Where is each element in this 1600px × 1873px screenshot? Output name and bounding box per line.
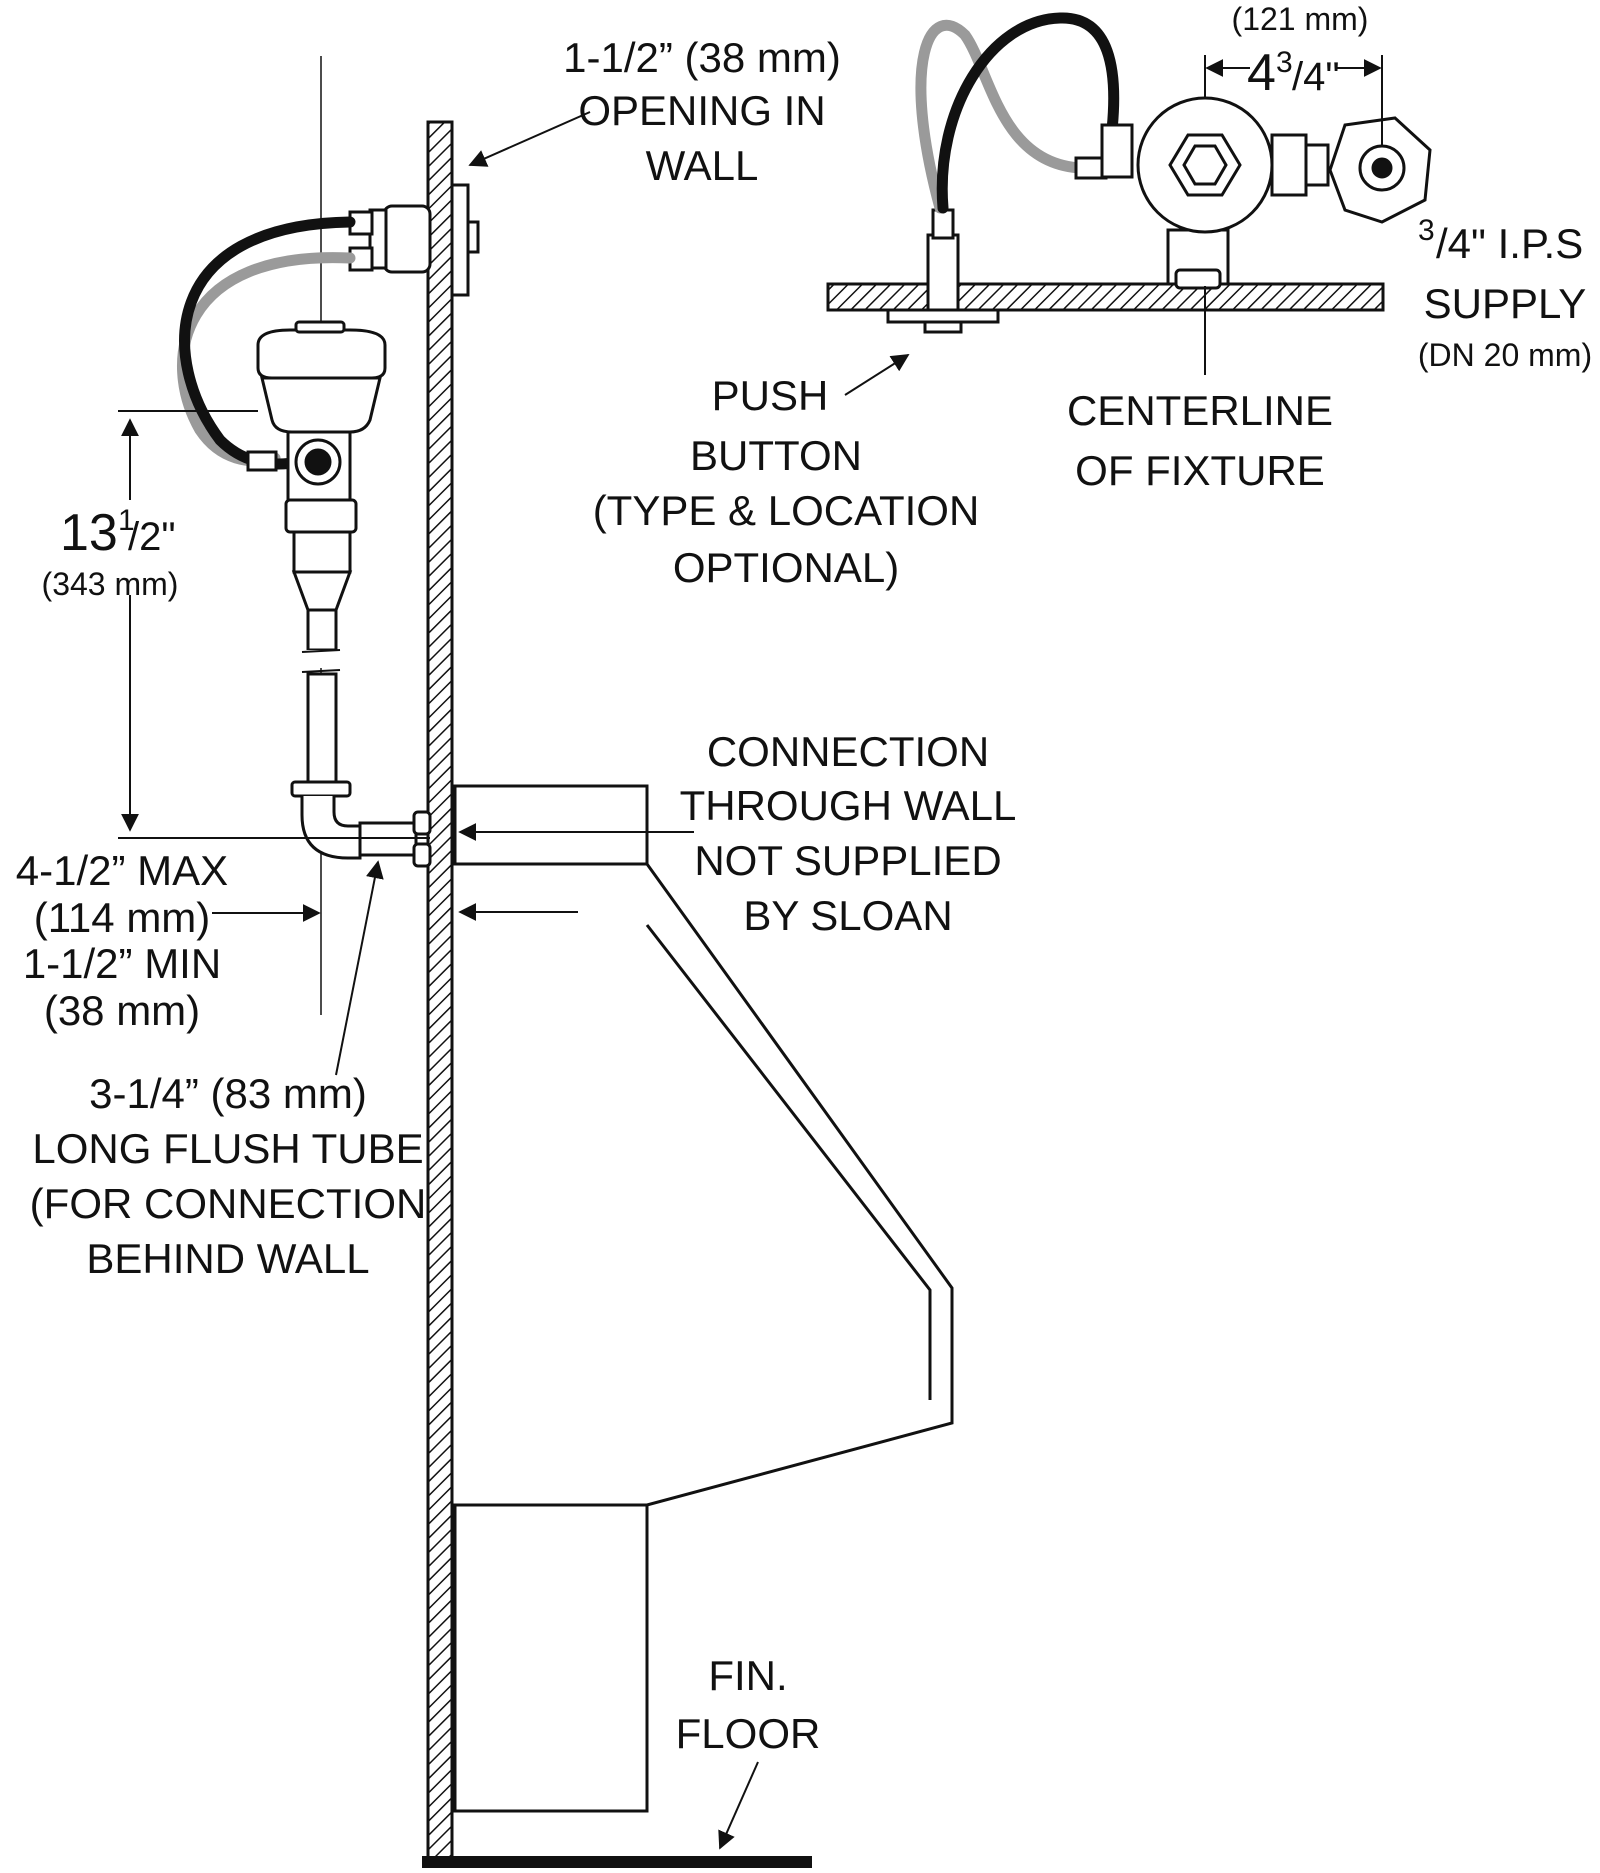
wall-opening-line3: WALL [646,142,759,189]
leader-flush-tube [335,860,384,1076]
plan-valve-body [1074,96,1432,290]
offset-line1: 4-1/2” MAX [16,847,228,894]
offset-line3: 1-1/2” MIN [23,940,221,987]
floor-line2: FLOOR [676,1710,821,1757]
height-fraction-den: /2" [128,515,176,559]
plan-hose-gray [915,19,1088,214]
push-button-line4: OPTIONAL) [673,544,899,591]
centerline-label: CENTERLINE OF FIXTURE [1067,387,1333,494]
width-whole-label: 4 [1247,44,1276,102]
plan-wall-section [826,282,1385,312]
leader-wall-opening [468,111,591,167]
urinal-fixture [453,784,954,1813]
width-dimension [1204,55,1383,145]
control-stop-assembly [348,183,480,297]
connection-line1: CONNECTION [707,728,989,775]
wall-opening-line2: OPENING IN [578,87,825,134]
height-whole-label: 13 [60,504,118,562]
supply-label: 3 /4" I.P.S SUPPLY (DN 20 mm) [1418,214,1592,373]
leader-push-button [844,354,910,396]
supply-fraction-rest: /4" I.P.S [1436,220,1583,267]
wall-section [426,120,454,1862]
plan-view [826,12,1432,396]
finished-floor-line [422,1856,812,1868]
flush-tube-line3: (FOR CONNECTION [30,1180,427,1227]
supply-line3: (DN 20 mm) [1418,337,1592,373]
flush-valve-body [246,320,432,868]
connection-line4: BY SLOAN [743,892,952,939]
centerline-line1: CENTERLINE [1067,387,1333,434]
offset-line4: (38 mm) [44,987,200,1034]
supply-line2: SUPPLY [1424,280,1587,327]
side-elevation-view [118,56,954,1868]
height-mm-label: (343 mm) [42,566,179,602]
floor-label: FIN. FLOOR [676,1652,821,1757]
connection-line3: NOT SUPPLIED [694,837,1001,884]
width-mm-label: (121 mm) [1232,1,1369,37]
push-button-label: PUSH BUTTON (TYPE & LOCATION OPTIONAL) [593,372,980,591]
plan-hose-black [936,12,1120,214]
flush-tube-label: 3-1/4” (83 mm) LONG FLUSH TUBE (FOR CONN… [30,1070,427,1282]
wall-opening-label: 1-1/2” (38 mm) OPENING IN WALL [563,34,841,189]
width-fraction-num: 3 [1276,46,1293,79]
push-button-line1: PUSH [712,372,829,419]
push-button-assembly [886,208,1000,334]
push-button-line3: (TYPE & LOCATION [593,487,980,534]
offset-label: 4-1/2” MAX (114 mm) 1-1/2” MIN (38 mm) [16,847,228,1034]
offset-line2: (114 mm) [34,894,211,941]
connection-label: CONNECTION THROUGH WALL NOT SUPPLIED BY … [680,728,1017,939]
flush-tube-line2: LONG FLUSH TUBE [32,1125,423,1172]
width-dimension-label: (121 mm) 4 3 /4" [1232,1,1369,102]
width-fraction-den: /4" [1292,55,1340,99]
flush-tube-line1: 3-1/4” (83 mm) [89,1070,367,1117]
wall-opening-line1: 1-1/2” (38 mm) [563,34,841,81]
push-button-line2: BUTTON [690,432,862,479]
height-dimension-label: 13 1 /2" (343 mm) [42,504,179,602]
supply-fraction-num: 3 [1418,214,1435,247]
flush-tube-line4: BEHIND WALL [86,1235,369,1282]
leader-floor [718,1761,759,1850]
connection-line2: THROUGH WALL [680,782,1017,829]
height-dimension [118,410,430,839]
floor-line1: FIN. [708,1652,787,1699]
height-fraction-num: 1 [118,504,135,537]
centerline-line2: OF FIXTURE [1075,447,1325,494]
